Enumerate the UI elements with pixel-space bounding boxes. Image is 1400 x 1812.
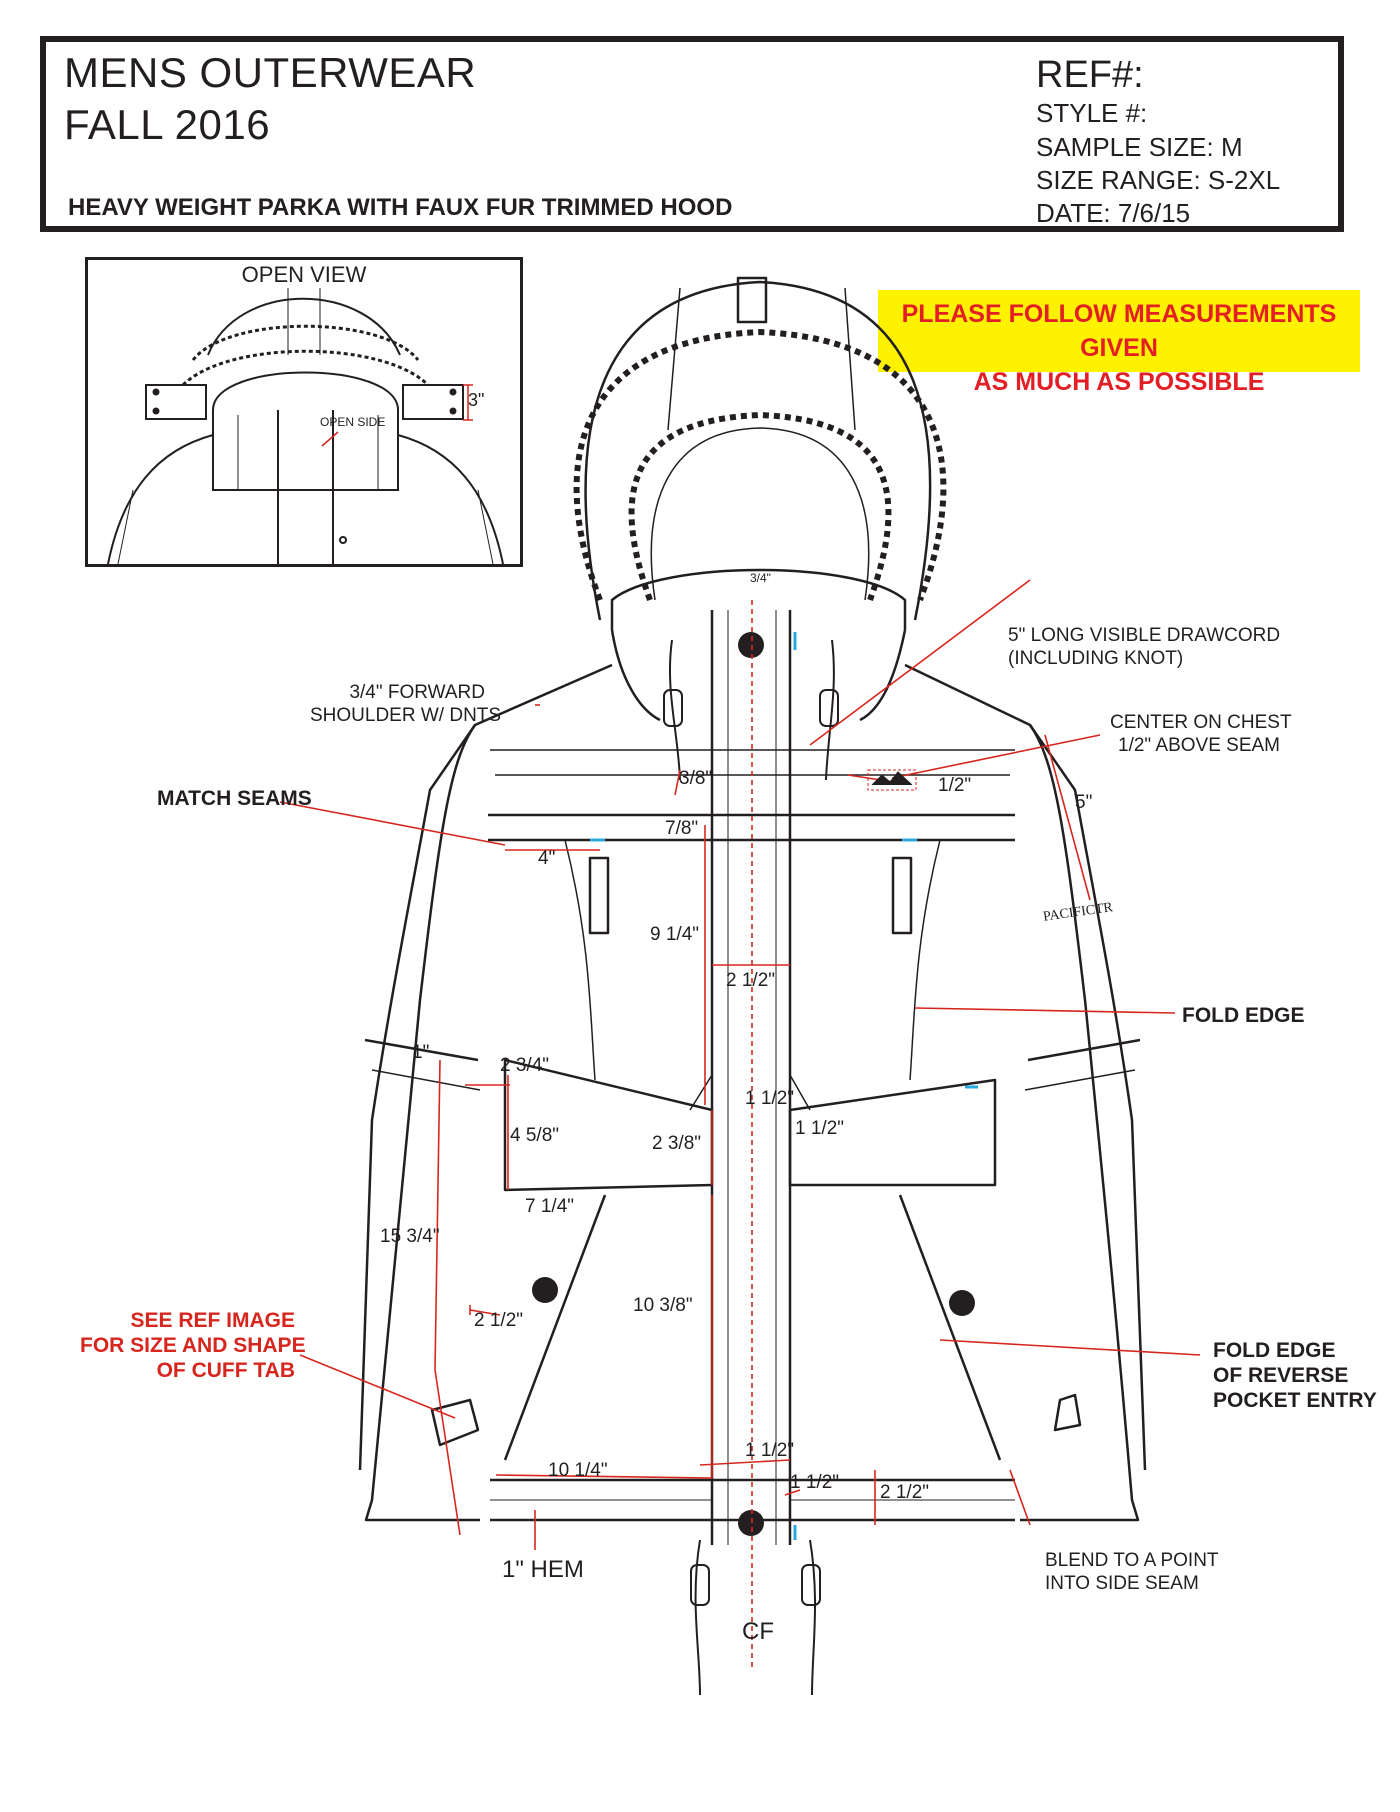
callout-fold-pocket-line-3: POCKET ENTRY xyxy=(1213,1389,1377,1413)
callout-fold-edge: FOLD EDGE xyxy=(1182,1004,1305,1027)
snap-hem xyxy=(738,1510,764,1536)
callout-cuff-tab-line-2: FOR SIZE AND SHAPE xyxy=(80,1334,306,1358)
meas-hem-1-1-2-b: 1 1/2" xyxy=(790,1472,840,1493)
callout-drawcord: 5" LONG VISIBLE DRAWCORD (INCLUDING KNOT… xyxy=(1008,625,1280,671)
callout-forward-shoulder-line-1: 3/4" FORWARD xyxy=(349,682,485,703)
meas-hem-1-1-2-a: 1 1/2" xyxy=(745,1440,795,1461)
ref-number: REF#: xyxy=(1036,54,1144,96)
meas-collar: 3/4" xyxy=(750,571,771,585)
body-left-side xyxy=(364,663,613,1522)
meas-belt-2-3-8: 2 3/8" xyxy=(652,1133,702,1154)
season-title: FALL 2016 xyxy=(64,101,271,148)
meas-sleeve-15-3-4: 15 3/4" xyxy=(380,1226,440,1247)
waist-band-right xyxy=(788,1078,997,1187)
callout-cuff-tab-line-1: SEE REF IMAGE xyxy=(130,1309,295,1332)
open-view-drawing xyxy=(107,288,504,564)
meas-belt-4-5-8: 4 5/8" xyxy=(510,1125,560,1146)
spec-date: DATE: 7/6/15 xyxy=(1036,198,1191,228)
sample-size: SAMPLE SIZE: M xyxy=(1036,132,1243,162)
sleeve-left xyxy=(358,724,477,1471)
chest-logo-mark xyxy=(871,771,913,786)
cuff-tab-left xyxy=(430,1398,480,1447)
open-view-title: OPEN VIEW xyxy=(241,262,367,287)
open-side-label: OPEN SIDE xyxy=(320,415,386,429)
garment-description: HEAVY WEIGHT PARKA WITH FAUX FUR TRIMMED… xyxy=(68,194,733,221)
open-view-inset: OPEN VIEW O xyxy=(85,257,523,567)
cuff-tab-right xyxy=(1053,1393,1082,1432)
collection-title: MENS OUTERWEAR xyxy=(64,49,477,96)
callout-cuff-tab-line-3: OF CUFF TAB xyxy=(156,1359,295,1383)
callout-match-seams: MATCH SEAMS xyxy=(157,787,312,810)
callout-hem: 1" HEM xyxy=(502,1556,584,1583)
chest-zip-pull-right xyxy=(891,856,913,935)
collar xyxy=(610,568,907,630)
spec-header: MENS OUTERWEAR FALL 2016 HEAVY WEIGHT PA… xyxy=(40,36,1344,232)
meas-pocket-4: 4" xyxy=(538,848,556,869)
callout-cf: CF xyxy=(742,1618,774,1645)
meas-sleeve-5: 5" xyxy=(1075,792,1093,813)
callout-fold-pocket-line-2: OF REVERSE xyxy=(1213,1364,1349,1388)
meas-yoke-7-8: 7/8" xyxy=(665,818,699,839)
callout-drawcord-line-1: 5" LONG VISIBLE DRAWCORD xyxy=(1008,625,1281,646)
measurement-notice: PLEASE FOLLOW MEASUREMENTS GIVEN AS MUCH… xyxy=(878,290,1360,396)
meas-half-chest: 1/2" xyxy=(938,775,972,796)
fur-trim xyxy=(573,329,947,602)
snap-pocket-left xyxy=(532,1277,558,1303)
sleeve-right xyxy=(1028,724,1147,1471)
hood-tab xyxy=(736,276,768,324)
meas-chest-9-1-4: 9 1/4" xyxy=(650,924,700,945)
size-range: SIZE RANGE: S-2XL xyxy=(1036,165,1281,195)
measurement-lines xyxy=(279,579,1201,1670)
drawcords xyxy=(663,639,839,1696)
notice-line-1: PLEASE FOLLOW MEASUREMENTS GIVEN xyxy=(901,300,1337,362)
meas-cuff-2-1-2: 2 1/2" xyxy=(474,1310,524,1331)
callout-drawcord-line-2: (INCLUDING KNOT) xyxy=(1008,647,1184,669)
callout-center-chest: CENTER ON CHEST 1/2" ABOVE SEAM xyxy=(1110,712,1292,758)
snaps xyxy=(532,632,975,1536)
callout-blend-line-1: BLEND TO A POINT xyxy=(1045,1550,1219,1571)
snap-collar xyxy=(738,632,764,658)
meas-belt-7-1-4: 7 1/4" xyxy=(525,1196,575,1217)
callout-forward-shoulder: 3/4" FORWARD SHOULDER W/ DNTS xyxy=(310,682,502,728)
snap-pocket-right xyxy=(949,1290,975,1316)
meas-belt-1-1-2-b: 1 1/2" xyxy=(795,1118,845,1139)
meas-lower-10-3-8: 10 3/8" xyxy=(633,1295,693,1316)
style-number: STYLE #: xyxy=(1036,98,1148,128)
meas-band-1: 1" xyxy=(412,1042,430,1063)
callout-center-chest-line-1: CENTER ON CHEST xyxy=(1110,712,1292,733)
callout-fold-pocket: FOLD EDGE OF REVERSE POCKET ENTRY xyxy=(1213,1338,1377,1414)
chest-zip-pull-left xyxy=(588,856,610,935)
meas-belt-2-3-4: 2 3/4" xyxy=(500,1055,550,1076)
callout-blend: BLEND TO A POINT INTO SIDE SEAM xyxy=(1045,1550,1219,1596)
chest-logo-box xyxy=(867,769,917,791)
open-view-height: 3" xyxy=(468,390,485,410)
meas-hem-2-1-2: 2 1/2" xyxy=(880,1482,930,1503)
notice-line-2: AS MUCH AS POSSIBLE xyxy=(973,368,1265,396)
meas-placket-2-1-2: 2 1/2" xyxy=(726,970,776,991)
callout-forward-shoulder-line-2: SHOULDER W/ DNTS xyxy=(310,704,502,726)
callout-blend-line-2: INTO SIDE SEAM xyxy=(1045,1572,1199,1594)
callout-cuff-tab: SEE REF IMAGE FOR SIZE AND SHAPE OF CUFF… xyxy=(80,1308,306,1384)
hood-outline xyxy=(584,280,932,621)
callout-center-chest-line-2: 1/2" ABOVE SEAM xyxy=(1118,734,1280,756)
meas-belt-1-1-2-a: 1 1/2" xyxy=(745,1088,795,1109)
meas-yoke-3-8: 3/8" xyxy=(679,768,713,789)
meas-hem-10-1-4: 10 1/4" xyxy=(548,1460,608,1481)
callout-fold-pocket-line-1: FOLD EDGE xyxy=(1213,1339,1336,1362)
